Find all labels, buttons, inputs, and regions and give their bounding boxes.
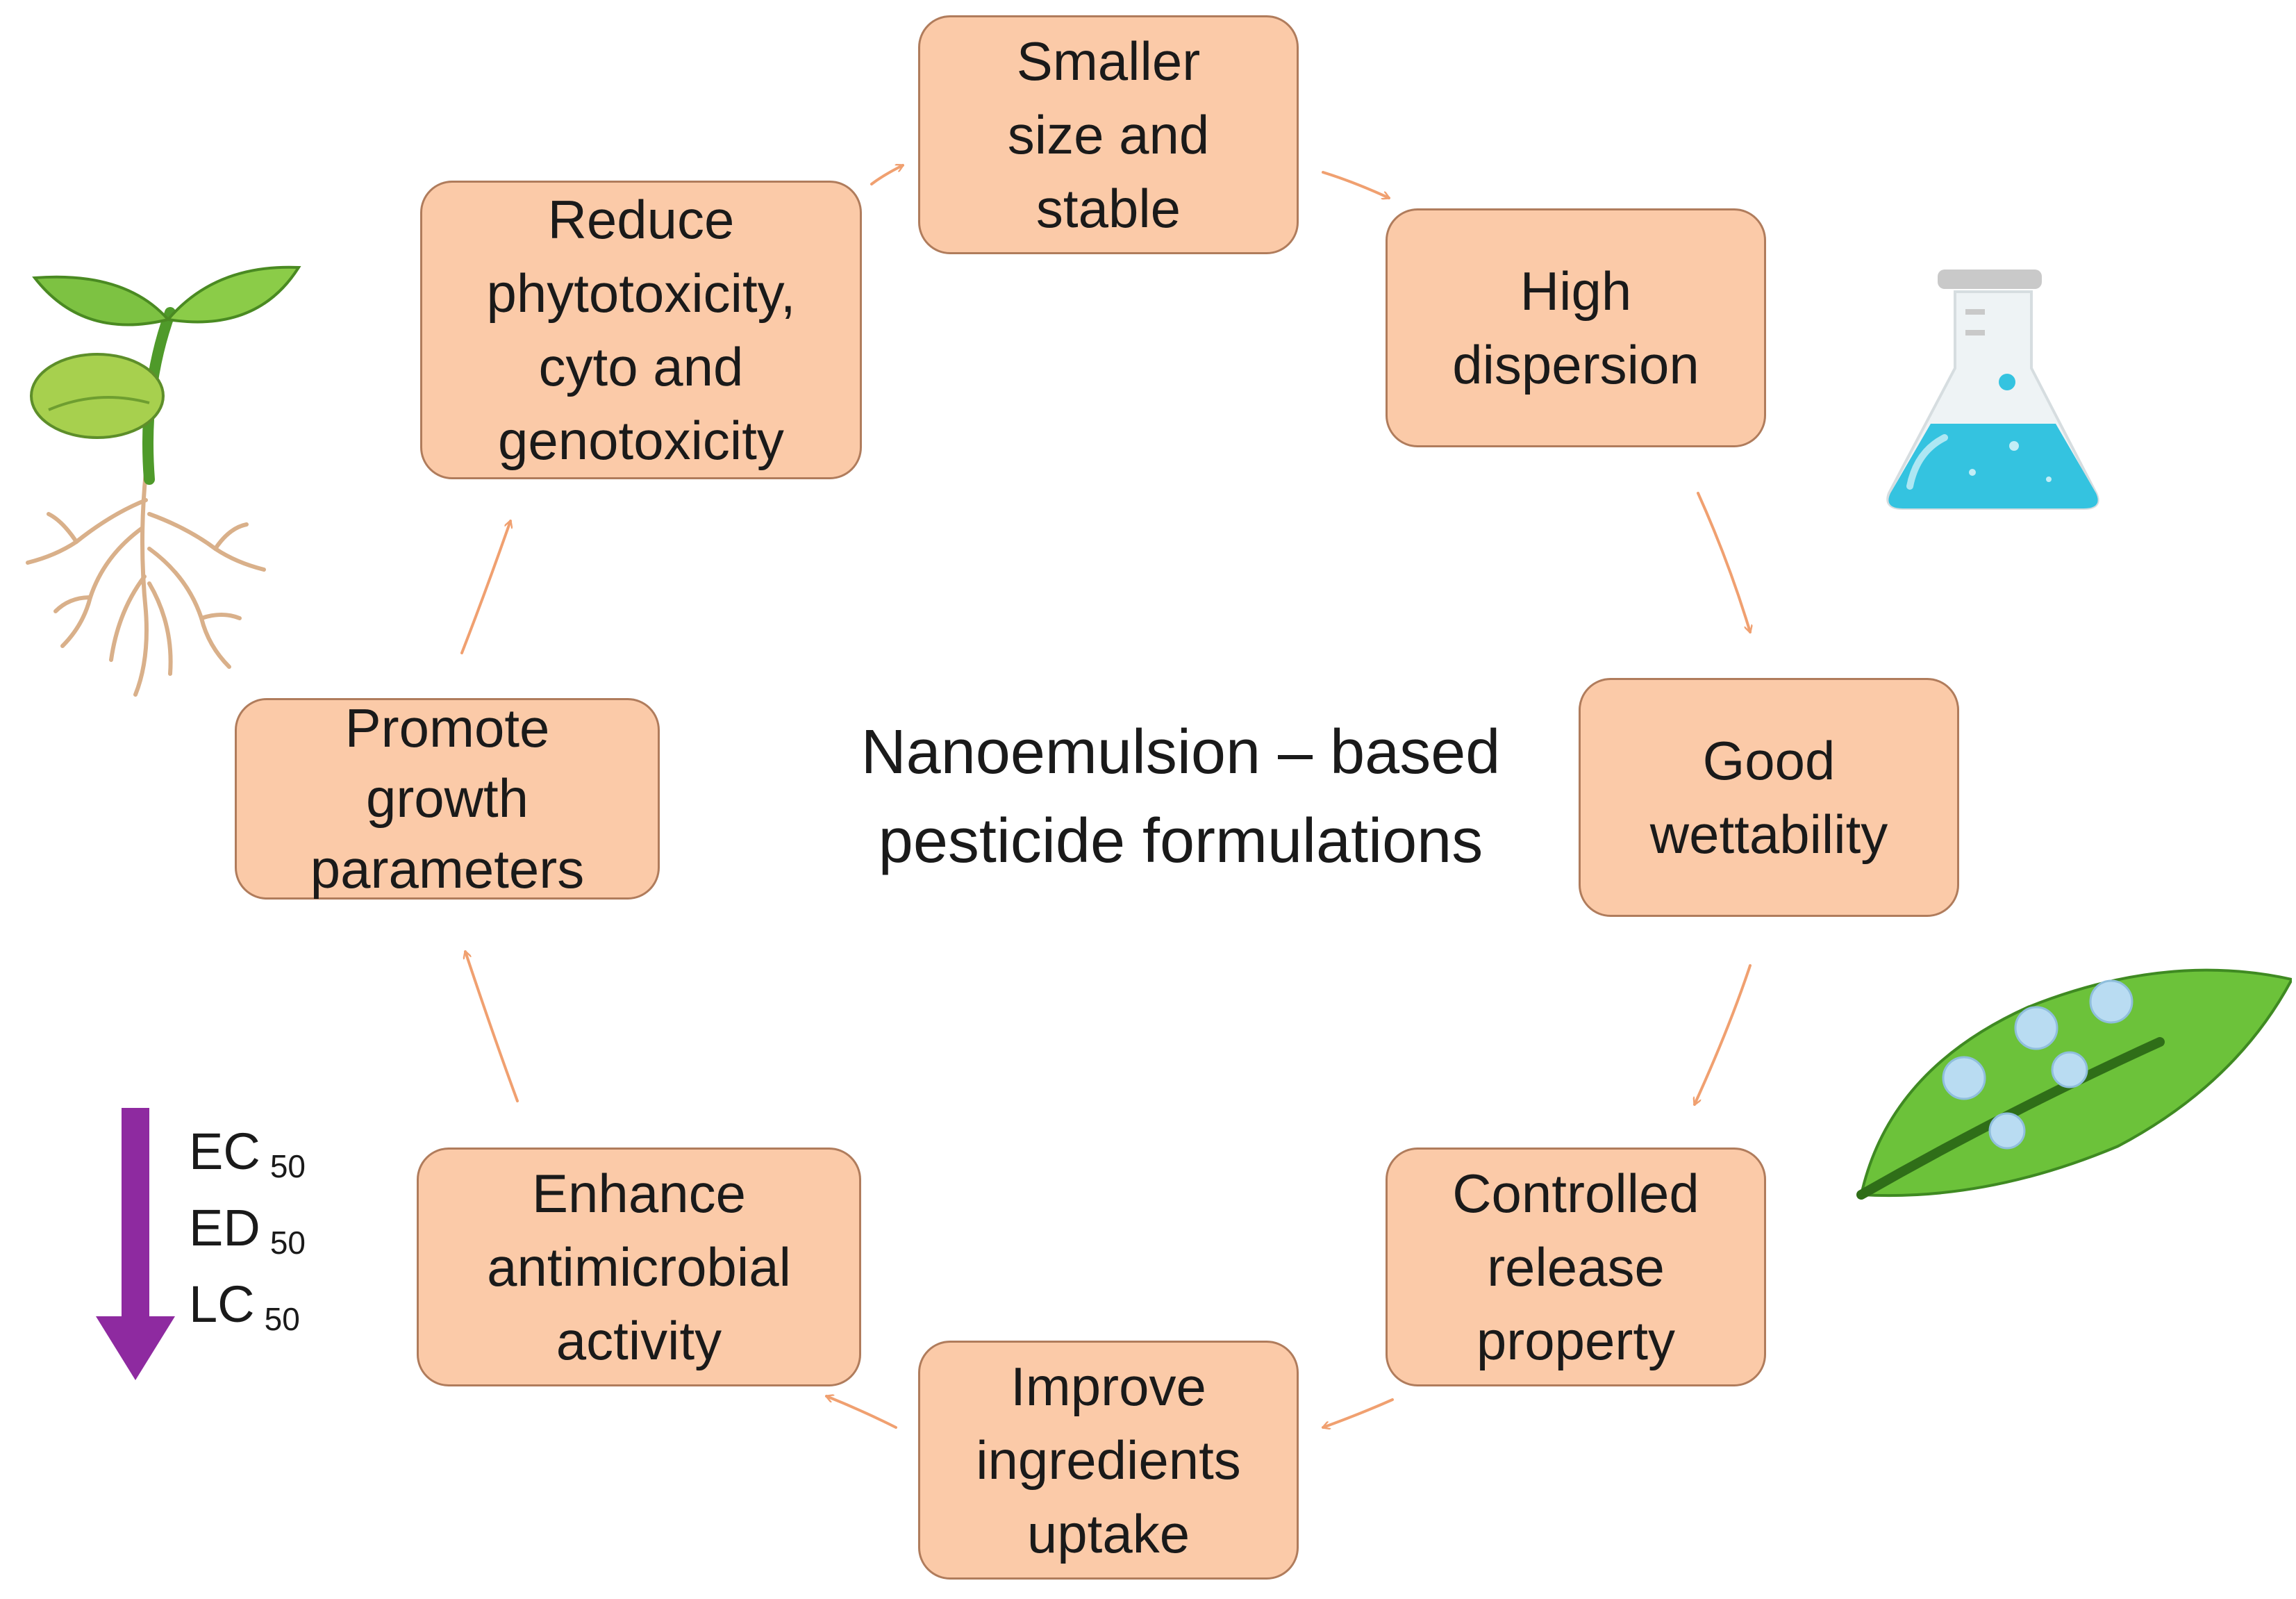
node-line: property: [1476, 1310, 1676, 1372]
node-enhance-antimicrobial: Enhance antimicrobial activity: [417, 1148, 861, 1386]
metric-subscript: 50: [264, 1300, 300, 1337]
node-line: Improve: [1010, 1355, 1206, 1417]
node-line: High: [1520, 260, 1632, 322]
arrow-antimicrobial-to-growth: [465, 952, 519, 1102]
node-line: Reduce: [547, 188, 735, 250]
node-line: genotoxicity: [498, 410, 784, 472]
down-arrow-icon: [96, 1108, 175, 1380]
node-line: antimicrobial: [487, 1236, 791, 1298]
node-line: stable: [1035, 178, 1181, 240]
node-line: release: [1487, 1236, 1665, 1298]
node-line: growth: [365, 768, 529, 829]
plant-seedling-icon: [26, 265, 301, 697]
node-line: phytotoxicity,: [486, 262, 796, 324]
node-line: Good: [1702, 729, 1836, 791]
node-line: Promote: [344, 697, 550, 759]
leaf-droplets-icon: [1856, 968, 2292, 1200]
metric-label: ED: [189, 1199, 260, 1257]
node-high-dispersion: High dispersion: [1386, 208, 1766, 447]
center-title-line-1: Nanoemulsion – based: [860, 718, 1501, 787]
node-line: cyto and: [538, 336, 744, 397]
node-smaller-size: Smaller size and stable: [918, 15, 1299, 254]
center-title: Nanoemulsion – based pesticide formulati…: [771, 709, 1590, 886]
node-line: ingredients: [976, 1429, 1241, 1491]
node-improve-uptake: Improve ingredients uptake: [918, 1341, 1299, 1580]
node-line: uptake: [1026, 1503, 1190, 1565]
flask-icon: [1886, 270, 2099, 510]
center-title-line-2: pesticide formulations: [878, 806, 1483, 876]
arrow-controlled-to-uptake: [1323, 1398, 1394, 1427]
arrow-uptake-to-antimicrobial: [826, 1396, 897, 1429]
arrow-smaller-to-dispersion: [1322, 171, 1389, 198]
node-line: Enhance: [532, 1162, 746, 1224]
metric-subscript: 50: [269, 1224, 306, 1261]
node-line: wettability: [1649, 804, 1888, 865]
node-reduce-toxicity: Reduce phytotoxicity, cyto and genotoxic…: [420, 181, 862, 479]
metric-label: LC: [189, 1275, 255, 1333]
node-controlled-release: Controlled release property: [1386, 1148, 1766, 1386]
arrow-growth-to-reduce: [460, 521, 510, 654]
node-line: dispersion: [1452, 334, 1699, 395]
node-line: Smaller: [1016, 30, 1201, 92]
node-promote-growth: Promote growth parameters: [235, 697, 660, 900]
node-line: size and: [1007, 103, 1210, 165]
node-line: parameters: [310, 838, 585, 900]
node-line: activity: [556, 1310, 722, 1372]
metric-subscript: 50: [269, 1148, 306, 1184]
arrow-dispersion-to-wettability: [1697, 492, 1750, 632]
node-line: Controlled: [1452, 1162, 1699, 1224]
arrow-reduce-to-smaller: [870, 165, 903, 185]
node-good-wettability: Good wettability: [1579, 678, 1959, 917]
arrow-wettability-to-controlled: [1695, 964, 1752, 1104]
metric-label: EC: [189, 1122, 260, 1180]
